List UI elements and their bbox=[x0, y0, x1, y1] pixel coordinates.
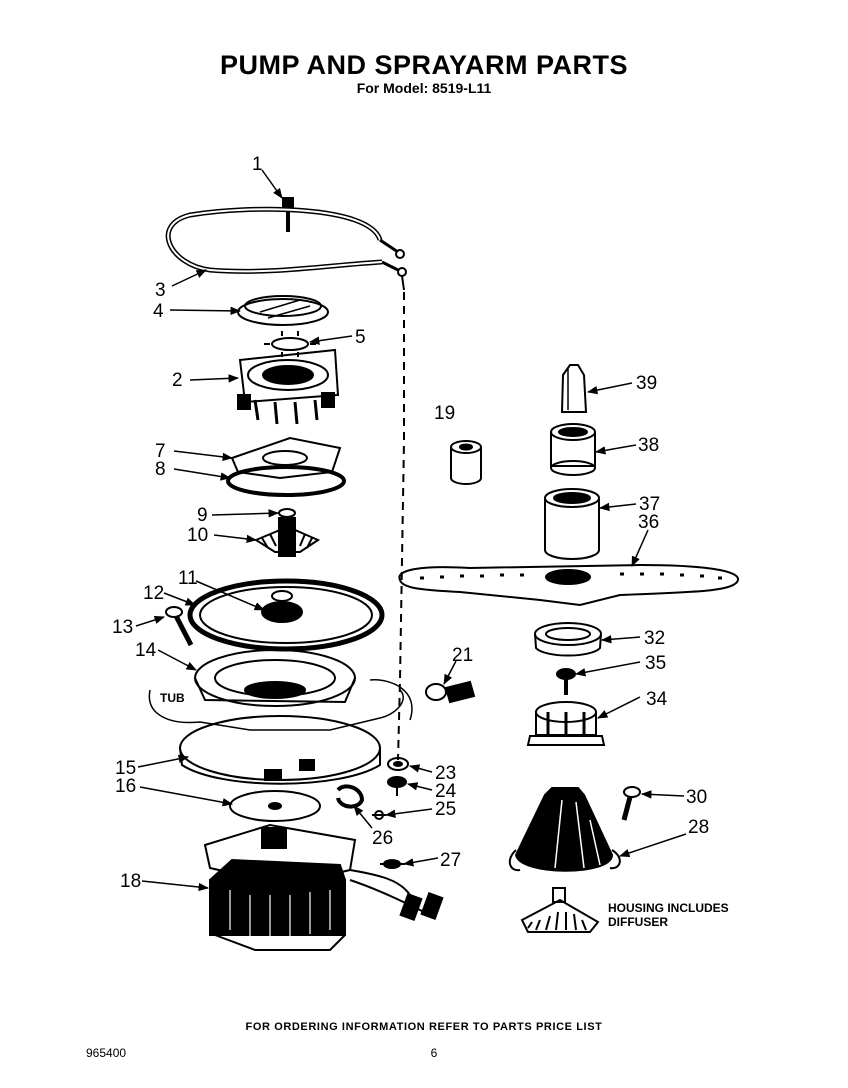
part-24-plug bbox=[387, 776, 407, 796]
callout-4: 4 bbox=[153, 301, 164, 322]
part-12-ring-gasket bbox=[187, 578, 385, 652]
part-8-gasket bbox=[226, 465, 346, 497]
part-1-screw bbox=[282, 197, 294, 232]
part-38-nut bbox=[550, 423, 596, 476]
callout-38: 38 bbox=[638, 435, 659, 456]
part-37-tower bbox=[544, 488, 600, 560]
part-9-o-ring bbox=[278, 508, 296, 518]
part-27-screw bbox=[380, 859, 405, 869]
leader-lines bbox=[135, 169, 687, 892]
part-32-bearing-ring bbox=[534, 622, 602, 657]
tub-label: TUB bbox=[160, 691, 185, 705]
part-30-screw bbox=[621, 786, 641, 821]
callout-23: 23 bbox=[435, 763, 456, 784]
callout-labels: 1 2 3 4 5 7 8 9 10 11 12 13 14 15 16 18 … bbox=[112, 154, 729, 929]
callout-21: 21 bbox=[452, 645, 473, 666]
part-23-grommet bbox=[387, 757, 409, 771]
callout-10: 10 bbox=[187, 525, 208, 546]
part-36-spray-arm bbox=[398, 563, 739, 607]
part-35-bolt bbox=[556, 668, 576, 695]
part-10-impeller bbox=[253, 517, 321, 557]
callout-1: 1 bbox=[252, 154, 263, 175]
callout-13: 13 bbox=[112, 617, 133, 638]
part-18-motor bbox=[203, 823, 444, 951]
part-2-pump-housing bbox=[237, 348, 340, 425]
part-4-impeller-cover bbox=[237, 295, 329, 326]
part-14-sump bbox=[194, 649, 356, 707]
page-title: PUMP AND SPRAYARM PARTS bbox=[219, 50, 629, 80]
callout-8: 8 bbox=[155, 459, 166, 480]
callout-37: 37 bbox=[639, 494, 660, 515]
callout-25: 25 bbox=[435, 799, 456, 820]
callout-3: 3 bbox=[155, 280, 166, 301]
callout-14: 14 bbox=[135, 640, 157, 661]
tub-outline bbox=[148, 679, 413, 731]
ordering-footer: FOR ORDERING INFORMATION REFER TO PARTS … bbox=[245, 1021, 603, 1033]
part-34-manifold bbox=[526, 701, 606, 746]
alignment-dashed-line bbox=[397, 292, 405, 761]
part-39-tube bbox=[560, 364, 588, 413]
part-28-housing bbox=[508, 787, 621, 872]
part-25-screw bbox=[372, 810, 386, 820]
callout-15: 15 bbox=[115, 758, 136, 779]
callout-27: 27 bbox=[440, 850, 461, 871]
page-number: 6 bbox=[430, 1046, 438, 1060]
part-3-heater-element bbox=[165, 206, 407, 291]
callout-36: 36 bbox=[638, 512, 659, 533]
document-number: 965400 bbox=[86, 1046, 127, 1060]
callout-30: 30 bbox=[686, 787, 707, 808]
part-26-clip bbox=[336, 784, 365, 809]
callout-34: 34 bbox=[646, 689, 668, 710]
part-11-filter-hub bbox=[261, 590, 303, 623]
callout-2: 2 bbox=[172, 370, 183, 391]
callout-26: 26 bbox=[372, 828, 393, 849]
callout-28: 28 bbox=[688, 817, 709, 838]
callout-24: 24 bbox=[435, 781, 457, 802]
part-13-bolt bbox=[165, 606, 194, 647]
callout-39: 39 bbox=[636, 373, 657, 394]
callout-32: 32 bbox=[644, 628, 665, 649]
model-subtitle: For Model: 8519-L11 bbox=[356, 80, 492, 96]
callout-12: 12 bbox=[143, 583, 164, 604]
part-19-bushing bbox=[450, 440, 482, 485]
callout-9: 9 bbox=[197, 505, 208, 526]
callout-11: 11 bbox=[178, 568, 198, 589]
callout-35: 35 bbox=[645, 653, 666, 674]
callout-7: 7 bbox=[155, 441, 166, 462]
callout-18: 18 bbox=[120, 871, 141, 892]
callout-5: 5 bbox=[355, 327, 366, 348]
part-21-hose-clamp bbox=[425, 680, 476, 704]
diffuser bbox=[520, 887, 600, 933]
housing-note-line2: DIFFUSER bbox=[608, 915, 668, 929]
housing-note-line1: HOUSING INCLUDES bbox=[608, 901, 729, 915]
callout-19: 19 bbox=[434, 403, 455, 424]
callout-16: 16 bbox=[115, 776, 136, 797]
part-15-lower-housing bbox=[179, 715, 381, 785]
part-16-disc bbox=[229, 790, 321, 822]
